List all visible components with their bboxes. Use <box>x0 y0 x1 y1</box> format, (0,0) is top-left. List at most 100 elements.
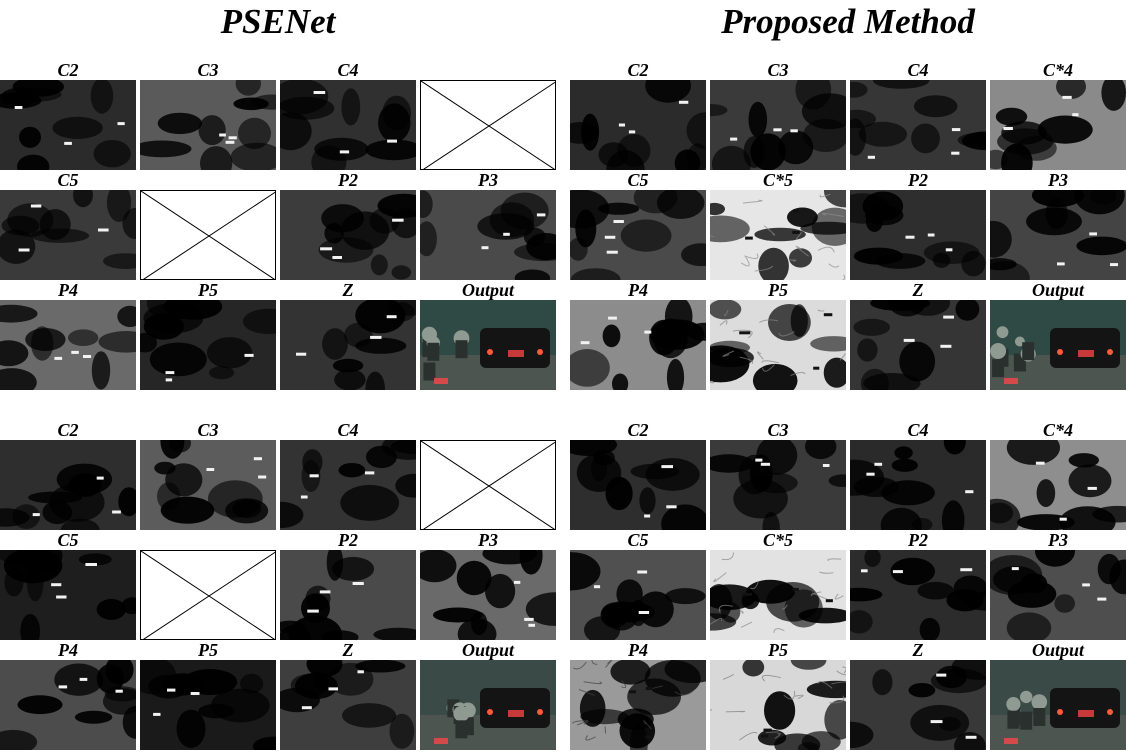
feature-map-image <box>850 300 986 390</box>
feature-map-image <box>570 80 706 170</box>
panel-label: P5 <box>198 640 218 660</box>
panel-psenet-1-3-2: P5 <box>140 280 276 390</box>
feature-map-image <box>850 550 986 640</box>
panel-label: C4 <box>907 420 929 440</box>
panel-psenet-1-3-3: Z <box>280 280 416 390</box>
panel-label: C2 <box>627 60 649 80</box>
panel-label: C3 <box>767 420 789 440</box>
feature-map-image <box>0 550 136 640</box>
panel-psenet-2-2-3: P2 <box>280 530 416 640</box>
panel-label: C5 <box>627 530 649 550</box>
panel-proposed-2-1-3: C4 <box>850 420 986 530</box>
panel-proposed-2-2-2: C*5 <box>710 530 846 640</box>
feature-map-image <box>850 190 986 280</box>
feature-map-image <box>710 660 846 750</box>
feature-map-image <box>850 660 986 750</box>
panel-psenet-2-1-2: C3 <box>140 420 276 530</box>
panel-proposed-2-1-2: C3 <box>710 420 846 530</box>
empty-placeholder <box>140 190 276 280</box>
panel-psenet-1-2-4: P3 <box>420 170 556 280</box>
output-image <box>990 660 1126 750</box>
panel-proposed-1-1-4: C*4 <box>990 60 1126 170</box>
panel-proposed-2-2-3: P2 <box>850 530 986 640</box>
panel-psenet-2-1-4 <box>420 420 556 530</box>
panel-label: C5 <box>627 170 649 190</box>
feature-map-image <box>710 80 846 170</box>
panel-psenet-2-1-1: C2 <box>0 420 136 530</box>
feature-map-image <box>570 660 706 750</box>
panel-psenet-1-1-2: C3 <box>140 60 276 170</box>
panel-psenet-2-2-4: P3 <box>420 530 556 640</box>
panel-proposed-1-3-3: Z <box>850 280 986 390</box>
panel-label: C3 <box>197 420 219 440</box>
panel-label: C*4 <box>1042 60 1073 80</box>
panel-proposed-1-1-1: C2 <box>570 60 706 170</box>
panel-proposed-2-2-1: C5 <box>570 530 706 640</box>
panel-proposed-1-1-2: C3 <box>710 60 846 170</box>
panel-proposed-1-3-2: P5 <box>710 280 846 390</box>
psenet-title: PSENet <box>220 2 336 41</box>
feature-map-image <box>140 300 276 390</box>
panel-label: P3 <box>1048 170 1068 190</box>
panel-label: C*5 <box>762 530 793 550</box>
panel-psenet-2-1-3: C4 <box>280 420 416 530</box>
feature-map-image <box>990 190 1126 280</box>
panel-label: C2 <box>57 60 79 80</box>
feature-map-image <box>990 80 1126 170</box>
panel-psenet-1-1-3: C4 <box>280 60 416 170</box>
panel-label: Output <box>461 280 515 300</box>
feature-map-image <box>0 190 136 280</box>
panel-psenet-1-2-3: P2 <box>280 170 416 280</box>
proposed-method-title: Proposed Method <box>721 2 975 41</box>
panel-label: P4 <box>628 280 648 300</box>
panel-proposed-2-3-3: Z <box>850 640 986 750</box>
feature-map-image <box>280 80 416 170</box>
panel-label: Z <box>912 280 924 300</box>
panel-label <box>140 170 276 190</box>
panel-label: C3 <box>197 60 219 80</box>
panel-psenet-2-3-3: Z <box>280 640 416 750</box>
panel-label: Z <box>342 280 354 300</box>
panel-proposed-1-1-3: C4 <box>850 60 986 170</box>
empty-placeholder <box>420 440 556 530</box>
feature-map-image <box>420 550 556 640</box>
panel-proposed-1-2-1: C5 <box>570 170 706 280</box>
panel-label: P3 <box>1048 530 1068 550</box>
panel-label: C3 <box>767 60 789 80</box>
panel-proposed-2-3-2: P5 <box>710 640 846 750</box>
panel-label: C*4 <box>1042 420 1073 440</box>
panel-label: P4 <box>628 640 648 660</box>
feature-map-image <box>0 80 136 170</box>
feature-map-image <box>0 440 136 530</box>
panel-proposed-2-3-1: P4 <box>570 640 706 750</box>
panel-proposed-2-1-1: C2 <box>570 420 706 530</box>
panel-label: C4 <box>337 420 359 440</box>
panel-proposed-2-3-4: Output <box>990 640 1126 750</box>
feature-map-image <box>990 550 1126 640</box>
feature-map-image <box>710 300 846 390</box>
panel-psenet-2-3-4: Output <box>420 640 556 750</box>
panel-psenet-1-2-2 <box>140 170 276 280</box>
feature-map-image <box>850 440 986 530</box>
panel-label: Output <box>1031 280 1085 300</box>
feature-map-image <box>570 440 706 530</box>
empty-placeholder <box>140 550 276 640</box>
panel-label: Output <box>1031 640 1085 660</box>
feature-map-image <box>140 660 276 750</box>
panel-label <box>420 420 556 440</box>
panel-psenet-2-2-1: C5 <box>0 530 136 640</box>
feature-map-image <box>280 190 416 280</box>
feature-map-image <box>280 550 416 640</box>
panel-label: C5 <box>57 530 79 550</box>
panel-label: C5 <box>57 170 79 190</box>
panel-proposed-1-2-4: P3 <box>990 170 1126 280</box>
feature-map-image <box>710 440 846 530</box>
panel-psenet-2-2-2 <box>140 530 276 640</box>
feature-map-image <box>0 660 136 750</box>
feature-map-image <box>140 80 276 170</box>
feature-map-image <box>710 190 846 280</box>
panel-label: C2 <box>627 420 649 440</box>
panel-psenet-1-2-1: C5 <box>0 170 136 280</box>
feature-map-image <box>420 190 556 280</box>
panel-psenet-1-3-4: Output <box>420 280 556 390</box>
